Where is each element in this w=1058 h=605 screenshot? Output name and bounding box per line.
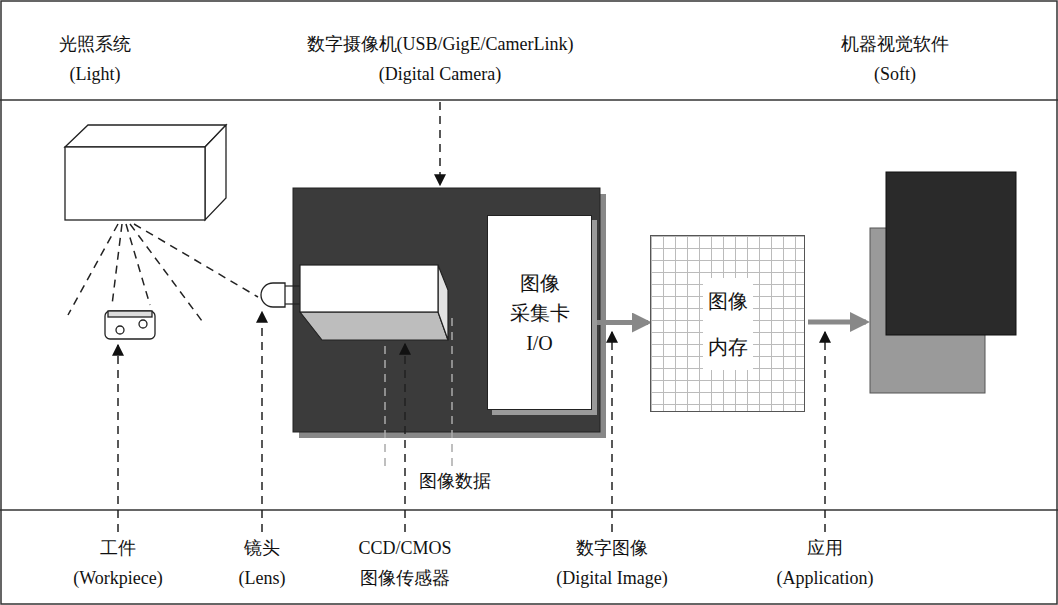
part-label: 数字图像	[574, 538, 650, 560]
part-label: 数字摄像机(USB/GigE/CamerLink)	[305, 34, 576, 56]
workpiece-top	[108, 311, 152, 317]
light-ray	[68, 224, 118, 315]
leader-line	[451, 318, 453, 466]
part-label: (Workpiece)	[71, 568, 165, 590]
frame-grabber-box: 图像 采集卡 I/O	[487, 215, 592, 410]
prism-bottom	[300, 312, 448, 340]
part-label: 光照系统	[57, 34, 133, 56]
light-ray	[134, 224, 258, 297]
light-ray	[130, 224, 205, 325]
leader-line	[439, 102, 441, 185]
flow-arrow	[808, 320, 866, 325]
flow-arrow	[597, 320, 648, 325]
light-box	[65, 125, 226, 220]
leader-line	[261, 312, 263, 532]
prism-side	[438, 265, 448, 340]
light-ray	[126, 224, 150, 305]
part-label: 应用	[805, 538, 845, 560]
prism-front	[300, 265, 438, 312]
workpiece-hole	[139, 320, 147, 328]
leader-line	[824, 332, 826, 532]
light-ray	[112, 224, 122, 305]
part-label: 工件	[98, 538, 138, 560]
part-label: 机器视觉软件	[839, 34, 951, 56]
lens-mount	[285, 303, 300, 304]
camera-body	[293, 188, 600, 432]
leader-line	[611, 332, 613, 532]
band-line	[0, 509, 1058, 511]
part-label: 图像传感器	[358, 568, 452, 590]
light-rays	[68, 224, 258, 325]
part-label: (Digital Camera)	[377, 64, 503, 86]
lens	[261, 283, 285, 307]
light-front	[65, 147, 205, 220]
part-label: 图像数据	[417, 471, 493, 493]
part-label: (Light)	[68, 64, 123, 86]
leader-line	[384, 344, 386, 466]
leader-line	[117, 345, 119, 532]
workpiece	[105, 311, 155, 339]
part-label: CCD/CMOS	[356, 538, 453, 560]
band-line	[0, 99, 1058, 101]
box-label: 图像 采集卡 I/O	[508, 268, 572, 358]
leader-line	[404, 344, 406, 532]
image-memory-grid: 图像 内存	[650, 235, 805, 412]
part-label: (Lens)	[237, 568, 288, 590]
workpiece-hole	[116, 326, 124, 334]
light-side	[205, 125, 226, 220]
box-label: 图像 内存	[703, 278, 753, 370]
part-label: 镜头	[242, 538, 282, 560]
part-label: (Digital Image)	[554, 568, 669, 590]
lens-mount	[285, 285, 300, 286]
sensor-prism	[300, 265, 448, 340]
leaders	[118, 102, 825, 532]
part-label: (Soft)	[872, 64, 918, 86]
part-label: (Application)	[775, 568, 876, 590]
software-panel	[886, 172, 1016, 335]
workpiece-body	[105, 311, 155, 339]
light-top	[65, 125, 226, 147]
